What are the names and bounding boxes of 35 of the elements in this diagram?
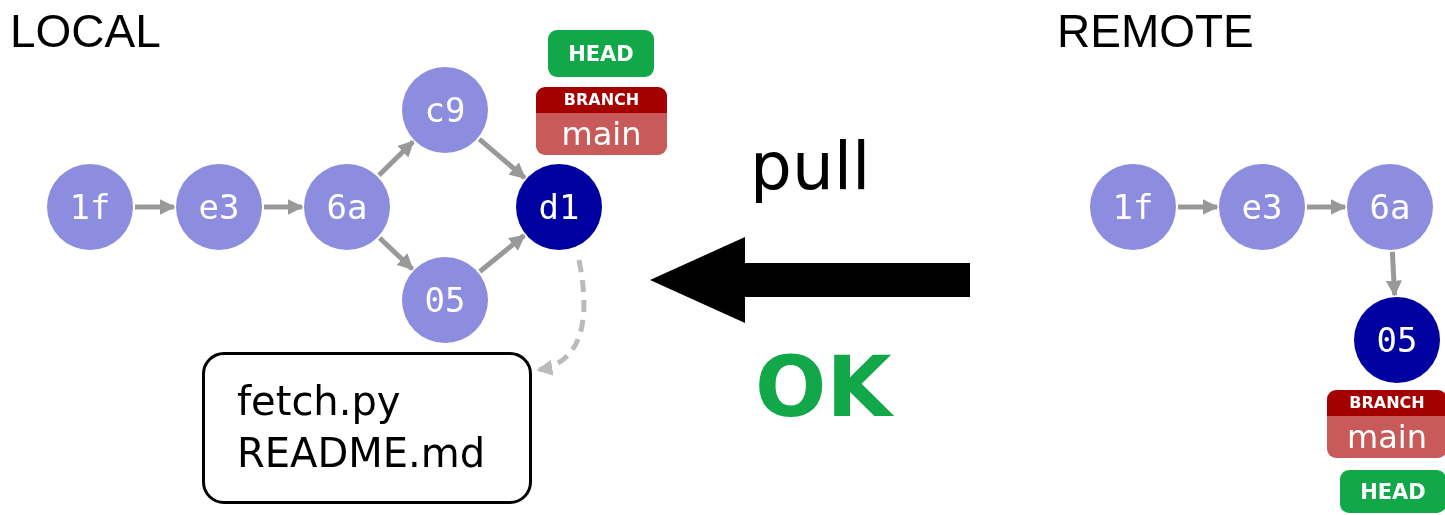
arrow bbox=[264, 199, 304, 215]
arrow bbox=[377, 139, 415, 178]
arrow bbox=[478, 233, 526, 274]
commit-circle: 1f bbox=[47, 164, 133, 250]
commit-circle: 05 bbox=[402, 257, 488, 343]
commit-circle: e3 bbox=[1219, 164, 1305, 250]
head-tag: HEAD bbox=[548, 30, 654, 77]
head-tag: HEAD bbox=[1340, 470, 1445, 513]
commit-circle: c9 bbox=[402, 67, 488, 153]
arrow bbox=[536, 259, 587, 375]
arrow bbox=[477, 137, 527, 180]
section-title: LOCAL bbox=[10, 4, 161, 58]
file-list-box bbox=[202, 352, 532, 504]
section-title: REMOTE bbox=[1057, 4, 1254, 58]
file-name: README.md bbox=[237, 429, 486, 478]
arrow bbox=[377, 236, 415, 271]
arrow bbox=[1307, 199, 1347, 215]
commit-circle: 1f bbox=[1090, 164, 1176, 250]
commit-circle: 6a bbox=[304, 164, 390, 250]
branch-tag bbox=[1327, 390, 1445, 458]
arrow bbox=[1178, 199, 1219, 215]
arrow bbox=[135, 199, 176, 215]
arrow bbox=[1385, 251, 1402, 297]
operation-label: pull bbox=[750, 128, 871, 205]
commit-circle: e3 bbox=[176, 164, 262, 250]
file-name: fetch.py bbox=[237, 377, 401, 426]
branch-label: BRANCH bbox=[1327, 390, 1445, 416]
commit-circle: 05 bbox=[1354, 297, 1440, 383]
branch-label: BRANCH bbox=[536, 87, 667, 113]
branch-name: main bbox=[536, 113, 667, 155]
commit-circle: 6a bbox=[1347, 164, 1433, 250]
branch-tag bbox=[536, 87, 667, 155]
status-label: OK bbox=[755, 338, 892, 436]
branch-name: main bbox=[1327, 416, 1445, 458]
commit-circle: d1 bbox=[516, 164, 602, 250]
